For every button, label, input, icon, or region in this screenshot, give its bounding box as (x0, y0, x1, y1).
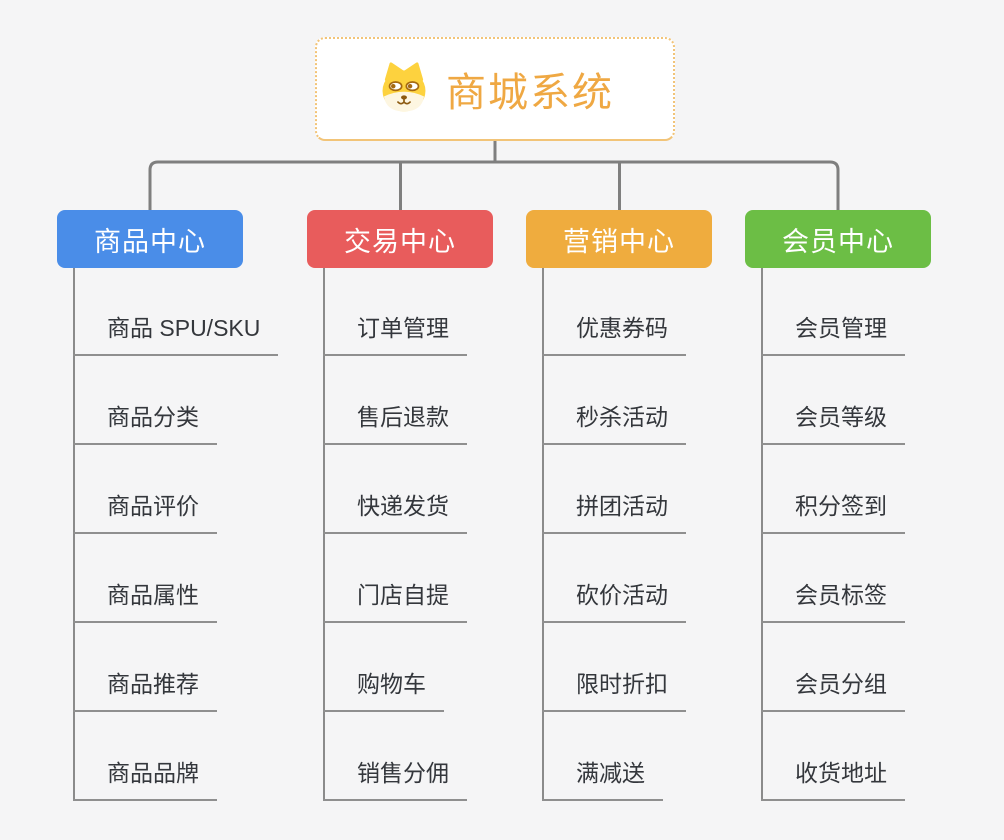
branch-label: 营销中心 (563, 226, 675, 257)
subtopic-product-review[interactable]: 商品评价 (73, 489, 217, 534)
branch-label: 会员中心 (782, 226, 894, 257)
dog-face-icon (382, 62, 426, 112)
branch2-spine-line (323, 268, 325, 801)
subtopic-spend-save[interactable]: 满减送 (542, 756, 663, 801)
subtopic-aftersale-refund[interactable]: 售后退款 (323, 400, 467, 445)
branch-node-product-center[interactable]: 商品中心 (57, 210, 243, 268)
subtopic-store-pickup[interactable]: 门店自提 (323, 578, 467, 623)
root-node[interactable]: 商城系统 (315, 37, 675, 141)
subtopic-product-spu-sku[interactable]: 商品 SPU/SKU (73, 311, 279, 356)
subtopic-bargain-activity[interactable]: 砍价活动 (542, 578, 686, 623)
subtopic-flash-sale[interactable]: 秒杀活动 (542, 400, 686, 445)
subtopic-express-shipping[interactable]: 快递发货 (323, 489, 467, 534)
subtopic-member-tag[interactable]: 会员标签 (761, 578, 905, 623)
subtopic-limited-discount[interactable]: 限时折扣 (542, 667, 686, 712)
subtopic-product-category[interactable]: 商品分类 (73, 400, 217, 445)
branch3-spine-line (542, 268, 544, 801)
branch-label: 商品中心 (94, 226, 206, 257)
subtopic-order-management[interactable]: 订单管理 (323, 311, 467, 356)
branch-label: 交易中心 (344, 226, 456, 257)
subtopic-group-buy[interactable]: 拼团活动 (542, 489, 686, 534)
branch-node-trade-center[interactable]: 交易中心 (307, 210, 493, 268)
subtopic-member-level[interactable]: 会员等级 (761, 400, 905, 445)
subtopic-sales-commission[interactable]: 销售分佣 (323, 756, 467, 801)
root-title: 商城系统 (446, 71, 614, 115)
branch-node-marketing-center[interactable]: 营销中心 (526, 210, 712, 268)
subtopic-coupon-code[interactable]: 优惠券码 (542, 311, 686, 356)
subtopic-shopping-cart[interactable]: 购物车 (323, 667, 444, 712)
subtopic-member-management[interactable]: 会员管理 (761, 311, 905, 356)
subtopic-shipping-address[interactable]: 收货地址 (761, 756, 905, 801)
subtopic-product-attribute[interactable]: 商品属性 (73, 578, 217, 623)
subtopic-product-recommend[interactable]: 商品推荐 (73, 667, 217, 712)
subtopic-points-checkin[interactable]: 积分签到 (761, 489, 905, 534)
branch4-spine-line (761, 268, 763, 801)
subtopic-member-group[interactable]: 会员分组 (761, 667, 905, 712)
branch-node-member-center[interactable]: 会员中心 (745, 210, 931, 268)
branch1-spine-line (73, 268, 75, 801)
subtopic-product-brand[interactable]: 商品品牌 (73, 756, 217, 801)
